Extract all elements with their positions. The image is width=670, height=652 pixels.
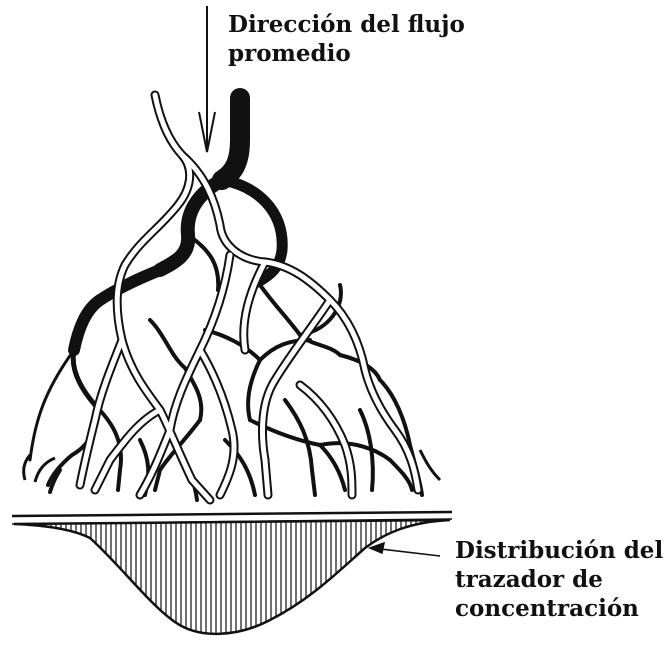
distribution-leader-line [370, 543, 440, 556]
tracer-distribution-label-line-2: trazador de [455, 565, 663, 594]
flow-direction-label-line-2: promedio [228, 39, 465, 68]
flow-direction-label: Dirección del flujo promedio [228, 10, 465, 68]
tracer-distribution-label: Distribución del trazador de concentraci… [455, 536, 663, 623]
flow-direction-arrow [199, 6, 215, 152]
flow-direction-label-line-1: Dirección del flujo [228, 10, 465, 39]
tracer-distribution-label-line-1: Distribución del [455, 536, 663, 565]
tracer-concentration-profile [12, 512, 452, 645]
tracer-distribution-label-line-3: concentración [455, 594, 663, 623]
light-vessel-network [80, 95, 418, 500]
